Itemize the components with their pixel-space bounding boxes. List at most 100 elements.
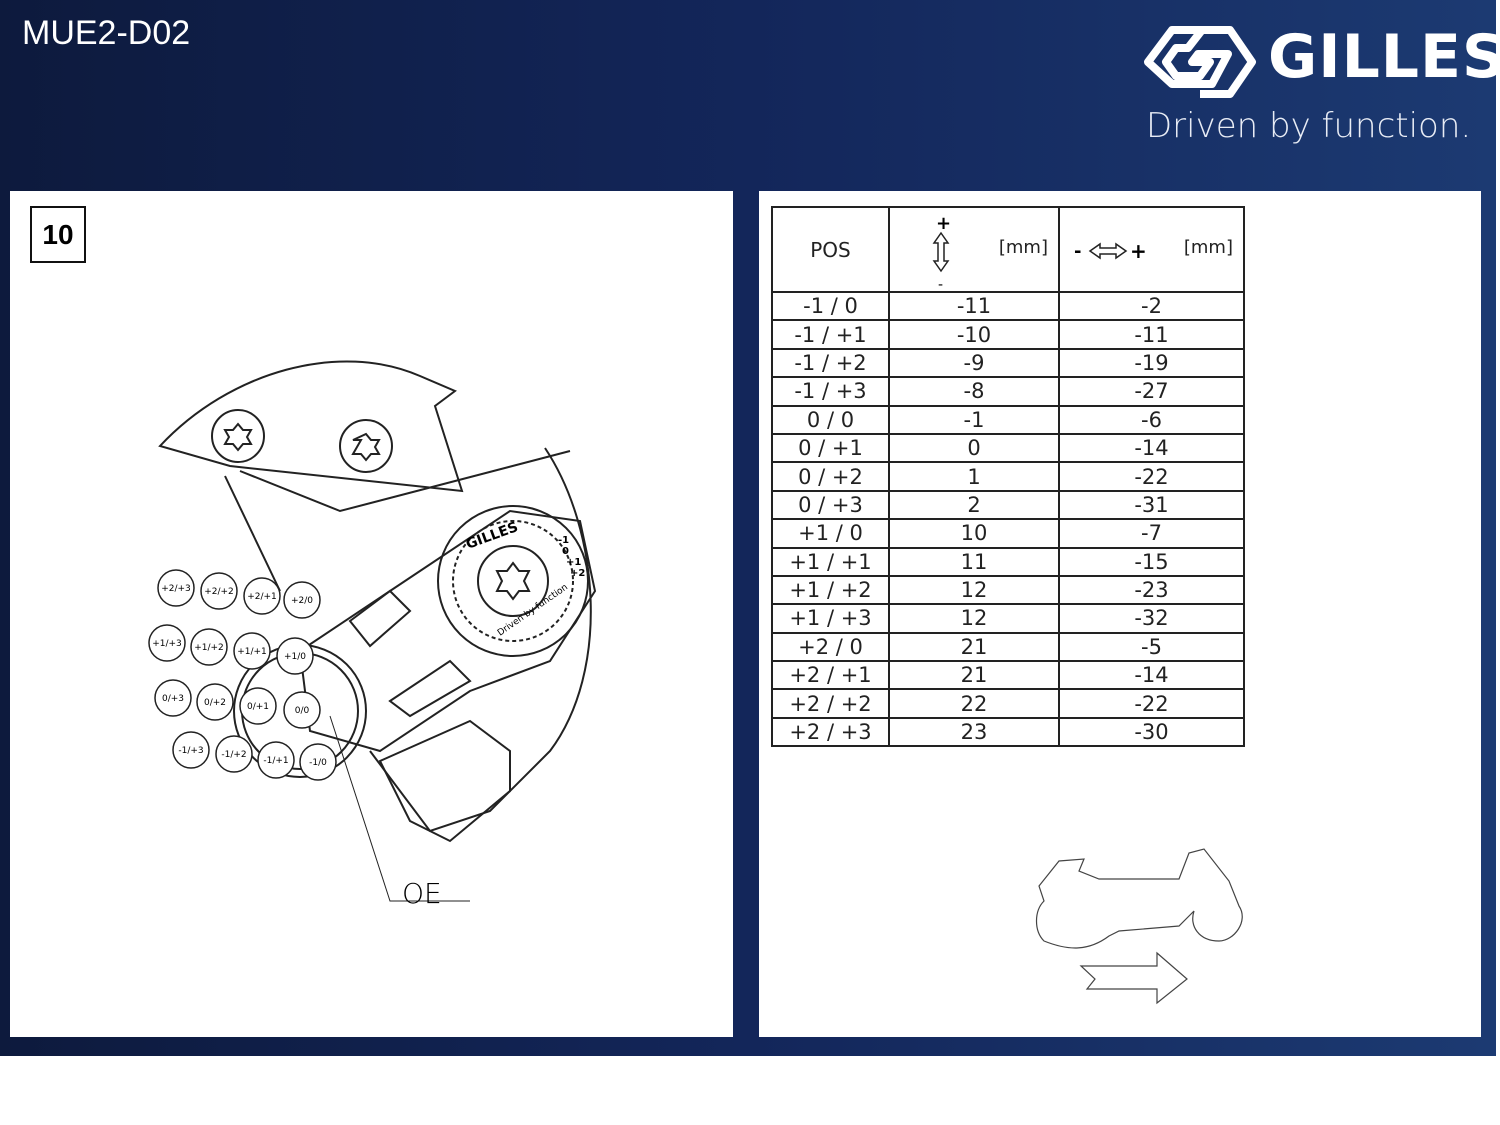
horizontal-cell: -32 <box>1058 603 1245 634</box>
vertical-cell: -1 <box>888 404 1060 435</box>
pos-cell: 0 / +1 <box>771 432 890 464</box>
vertical-cell: 23 <box>888 716 1060 748</box>
position-label: 0/+1 <box>247 702 269 712</box>
brand-name: GILLES <box>1268 22 1500 92</box>
position-label: -1/+3 <box>178 746 203 756</box>
horizontal-cell: -5 <box>1058 631 1245 663</box>
motorcycle-icon <box>1035 848 1243 949</box>
position-hole: +2/+3 <box>157 569 195 607</box>
pos-cell: +2 / 0 <box>771 631 890 663</box>
vertical-cell: 1 <box>888 461 1060 492</box>
pos-cell: 0 / +2 <box>771 461 890 492</box>
vertical-cell: 11 <box>888 546 1060 577</box>
pos-cell: 0 / +3 <box>771 489 890 521</box>
table-row: -1 / 0-11-2 <box>771 290 1245 322</box>
position-label: 0/+2 <box>204 698 226 708</box>
horizontal-cell: -22 <box>1058 461 1245 492</box>
position-label: +2/0 <box>291 596 313 606</box>
horizontal-header: - + [mm] <box>1058 206 1245 293</box>
minus-sign: - <box>938 277 943 291</box>
pos-cell: +2 / +3 <box>771 716 890 748</box>
plus-sign: + <box>936 213 951 234</box>
horizontal-cell: -22 <box>1058 688 1245 719</box>
position-hole: 0/0 <box>283 691 321 729</box>
pos-cell: -1 / +2 <box>771 347 890 379</box>
position-hole: +1/+1 <box>233 632 271 670</box>
horizontal-cell: -11 <box>1058 319 1245 350</box>
vertical-cell: 0 <box>888 432 1060 464</box>
pos-cell: +1 / +1 <box>771 546 890 577</box>
pos-cell: -1 / +1 <box>771 319 890 350</box>
tagline: Driven by function. <box>1146 106 1472 146</box>
vertical-cell: 21 <box>888 660 1060 691</box>
horizontal-cell: -2 <box>1058 290 1245 322</box>
horizontal-cell: -23 <box>1058 574 1245 606</box>
position-label: +2/+1 <box>247 592 277 602</box>
minus-sign: - <box>1074 241 1081 262</box>
vertical-header: + - [mm] <box>888 206 1060 293</box>
horizontal-unit: [mm] <box>1183 237 1233 258</box>
vertical-cell: 10 <box>888 518 1060 549</box>
position-label: -1/0 <box>309 758 327 768</box>
position-hole: +2/0 <box>283 581 321 619</box>
pos-cell: 0 / 0 <box>771 404 890 435</box>
table-row: -1 / +2-9-19 <box>771 347 1245 379</box>
position-hole: -1/0 <box>299 743 337 781</box>
horizontal-cell: -14 <box>1058 432 1245 464</box>
pos-cell: +1 / +3 <box>771 603 890 634</box>
motorcycle-direction-diagram <box>1035 848 1243 1005</box>
position-label: +2/+2 <box>204 587 234 597</box>
adjustment-table: POS + - [mm] - + [mm] -1 / 0-11-2-1 / +1… <box>771 206 1245 748</box>
vertical-cell: -11 <box>888 290 1060 322</box>
position-hole: +1/+3 <box>148 624 186 662</box>
vertical-unit: [mm] <box>998 237 1048 258</box>
vertical-cell: -8 <box>888 376 1060 407</box>
dial-mark: -1 <box>558 535 569 546</box>
horizontal-cell: -30 <box>1058 716 1245 748</box>
vertical-cell: 2 <box>888 489 1060 521</box>
position-label: -1/+2 <box>221 750 246 760</box>
position-label: +1/+2 <box>194 643 224 653</box>
position-hole: 0/+1 <box>239 687 277 725</box>
product-code: MUE2-D02 <box>22 14 191 52</box>
pos-cell: +2 / +1 <box>771 660 890 691</box>
pos-cell: +1 / 0 <box>771 518 890 549</box>
horizontal-cell: -19 <box>1058 347 1245 379</box>
horizontal-cell: -15 <box>1058 546 1245 577</box>
position-hole: +2/+1 <box>243 577 281 615</box>
position-hole: +1/+2 <box>190 628 228 666</box>
position-label: 0/+3 <box>162 694 184 704</box>
arrow-right-icon <box>1079 951 1188 1005</box>
position-label: -1/+1 <box>263 756 288 766</box>
adjustment-panel: POS + - [mm] - + [mm] -1 / 0-11-2-1 / +1… <box>759 191 1481 1037</box>
pos-cell: +2 / +2 <box>771 688 890 719</box>
position-hole: +2/+2 <box>200 572 238 610</box>
vertical-cell: 12 <box>888 574 1060 606</box>
vertical-cell: 22 <box>888 688 1060 719</box>
position-label: 0/0 <box>295 706 310 716</box>
horizontal-cell: -31 <box>1058 489 1245 521</box>
oe-callout: OE <box>402 877 442 910</box>
dial-mark: +1 <box>566 557 581 568</box>
position-hole: 0/+2 <box>196 683 234 721</box>
position-hole: -1/+3 <box>172 731 210 769</box>
position-label: +2/+3 <box>161 584 191 594</box>
gilles-logo: GILLES Driven by function. <box>1140 22 1500 157</box>
pos-cell: -1 / +3 <box>771 376 890 407</box>
gilles-emblem-icon <box>1144 26 1256 98</box>
pos-header: POS <box>771 206 890 293</box>
pos-cell: +1 / +2 <box>771 574 890 606</box>
position-hole: -1/+2 <box>215 735 253 773</box>
horizontal-cell: -14 <box>1058 660 1245 691</box>
position-hole: -1/+1 <box>257 741 295 779</box>
